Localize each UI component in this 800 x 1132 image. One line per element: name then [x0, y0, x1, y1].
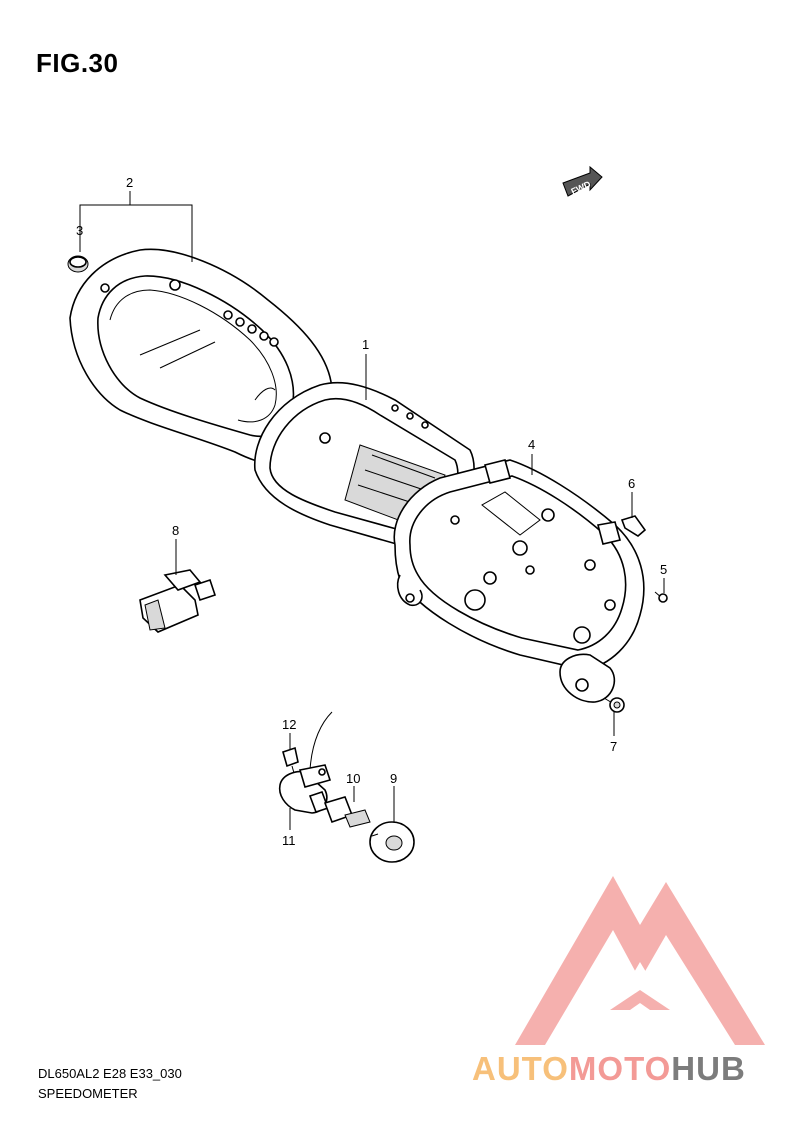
- fwd-arrow-icon: FWD: [562, 165, 603, 197]
- watermark-logo-icon: [515, 876, 765, 1045]
- callout-10: 10: [346, 771, 360, 786]
- watermark-hub: HUB: [671, 1050, 746, 1087]
- footer: DL650AL2 E28 E33_030 SPEEDOMETER: [38, 1064, 182, 1104]
- part-12-bolt: [282, 746, 299, 781]
- callout-2: 2: [126, 175, 133, 190]
- part-3-cap: [67, 255, 89, 273]
- callout-8: 8: [172, 523, 179, 538]
- watermark-moto: MOTO: [568, 1050, 672, 1087]
- part-8-connector: [139, 569, 217, 633]
- section-name: SPEEDOMETER: [38, 1086, 138, 1101]
- callout-5: 5: [660, 562, 667, 577]
- part-11-speed-sensor: [278, 711, 333, 814]
- watermark-text: AUTOMOTOHUB: [472, 1050, 746, 1088]
- callout-labels: 1 2 3 4 5 6 7 8 9 10 11 12: [76, 175, 667, 848]
- callout-12: 12: [282, 717, 296, 732]
- callout-6: 6: [628, 476, 635, 491]
- leader-lines: [79, 191, 665, 830]
- model-code: DL650AL2 E28 E33_030: [38, 1066, 182, 1081]
- callout-4: 4: [528, 437, 535, 452]
- part-10-rotor-bolt: [323, 796, 371, 828]
- callout-11: 11: [282, 833, 296, 848]
- callout-3: 3: [76, 223, 83, 238]
- part-9-sensor-rotor: [369, 821, 415, 863]
- callout-9: 9: [390, 771, 397, 786]
- part-6-clip: [620, 515, 647, 537]
- part-4-meter-case: [393, 459, 645, 703]
- part-2-meter-cover: [69, 248, 334, 466]
- watermark-auto: AUTO: [472, 1050, 569, 1087]
- part-5-screw: [654, 591, 668, 603]
- callout-7: 7: [610, 739, 617, 754]
- figure-title: FIG.30: [36, 48, 119, 78]
- part-7-screw: [603, 697, 625, 713]
- callout-1: 1: [362, 337, 369, 352]
